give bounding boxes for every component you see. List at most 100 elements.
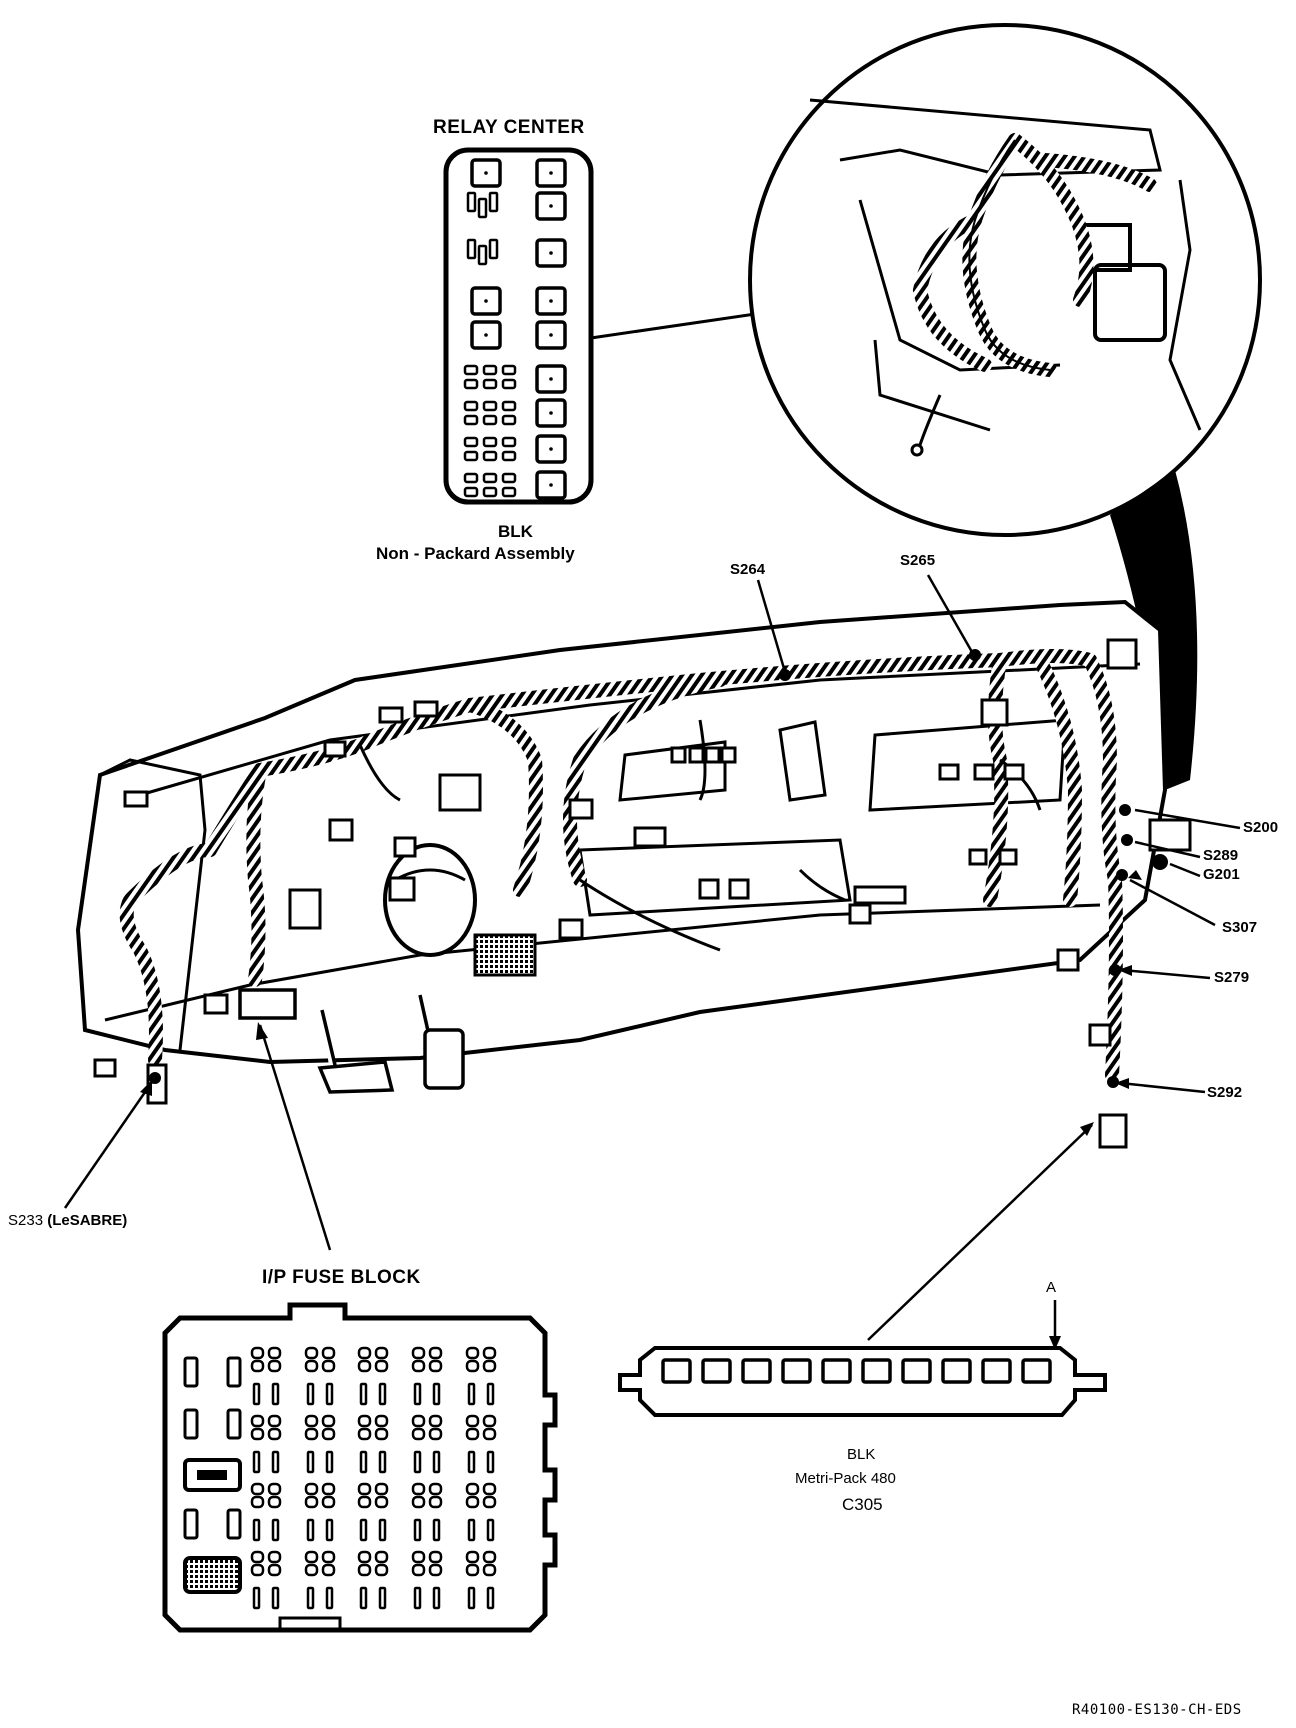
fuse-terminal <box>482 1550 497 1564</box>
fuse-terminal <box>267 1359 282 1373</box>
mini-fuse-cap <box>501 472 517 484</box>
fuse-blade <box>486 1586 495 1610</box>
fuse-blade <box>271 1518 280 1542</box>
fuse-blade <box>486 1518 495 1542</box>
fuse-slot <box>183 1408 199 1440</box>
mini-fuse-cap <box>501 450 517 462</box>
circuit-breaker-label-plate <box>197 1470 227 1480</box>
fuse-terminal <box>465 1563 480 1577</box>
fuse-terminal <box>428 1414 443 1428</box>
fuse-terminal <box>321 1359 336 1373</box>
fuse-terminal <box>250 1495 265 1509</box>
fuse-terminal <box>411 1414 426 1428</box>
splice-label-s233-id: S233 <box>8 1212 44 1229</box>
fuse-blade <box>467 1450 476 1474</box>
fuse-blade <box>378 1518 387 1542</box>
fuse-terminal <box>321 1482 336 1496</box>
relay-socket-pin <box>549 411 553 415</box>
relay-socket-pin <box>549 333 553 337</box>
c305-pin-cavity <box>821 1358 852 1384</box>
c305-connector <box>618 1346 1107 1417</box>
fuse-slot <box>183 1508 199 1540</box>
fuse-blade <box>271 1586 280 1610</box>
fuse-terminal <box>357 1414 372 1428</box>
relay-socket-pin <box>549 171 553 175</box>
fuse-blade <box>306 1518 315 1542</box>
mini-relay-terminal <box>488 191 499 213</box>
flasher-module <box>183 1556 242 1594</box>
fuse-blade <box>432 1586 441 1610</box>
fuse-blade <box>252 1450 261 1474</box>
mini-fuse-cap <box>463 364 479 376</box>
fuse-blade <box>325 1586 334 1610</box>
relay-center <box>443 147 594 505</box>
fuse-blade <box>359 1518 368 1542</box>
fuse-blade <box>271 1382 280 1406</box>
mini-fuse-cap <box>463 472 479 484</box>
fuse-blade <box>271 1450 280 1474</box>
fuse-blade <box>325 1382 334 1406</box>
fuse-terminal <box>374 1563 389 1577</box>
fuse-terminal <box>250 1346 265 1360</box>
fuse-terminal <box>465 1359 480 1373</box>
fuse-terminal <box>321 1563 336 1577</box>
mini-fuse-cap <box>482 450 498 462</box>
fuse-terminal <box>428 1359 443 1373</box>
fuse-terminal <box>250 1550 265 1564</box>
mini-relay-terminal <box>466 238 477 260</box>
mini-fuse-cap <box>482 378 498 390</box>
mini-fuse-cap <box>501 486 517 498</box>
fuse-terminal <box>250 1563 265 1577</box>
fuse-terminal <box>374 1482 389 1496</box>
fuse-blade <box>413 1518 422 1542</box>
c305-type: Metri-Pack 480 <box>795 1470 896 1487</box>
fuse-terminal <box>250 1427 265 1441</box>
fuse-blade <box>467 1586 476 1610</box>
fuse-terminal <box>267 1550 282 1564</box>
fuse-blade <box>467 1382 476 1406</box>
c305-pin-cavity <box>861 1358 892 1384</box>
mini-relay-terminal <box>477 244 488 266</box>
fuse-terminal <box>411 1563 426 1577</box>
relay-center-assembly: Non - Packard Assembly <box>376 544 575 563</box>
fuse-terminal <box>374 1414 389 1428</box>
fuse-blade <box>378 1586 387 1610</box>
relay-center-color: BLK <box>498 522 533 541</box>
c305-pin-cavity <box>741 1358 772 1384</box>
fuse-blade <box>432 1518 441 1542</box>
fuse-terminal <box>250 1482 265 1496</box>
fuse-blade <box>325 1450 334 1474</box>
mini-fuse-cap <box>463 400 479 412</box>
splice-label-s233: S233 (LeSABRE) <box>8 1213 127 1228</box>
callout-lines <box>63 574 1241 1345</box>
mini-fuse-cap <box>482 414 498 426</box>
c305-pin-cavity <box>901 1358 932 1384</box>
fuse-terminal <box>482 1359 497 1373</box>
relay-center-title: RELAY CENTER <box>433 117 585 138</box>
splice-label-s264: S264 <box>730 561 766 578</box>
fuse-terminal <box>304 1414 319 1428</box>
fuse-terminal <box>428 1550 443 1564</box>
mini-relay-terminal <box>488 238 499 260</box>
c305-pin-cavity <box>781 1358 812 1384</box>
fuse-terminal <box>357 1427 372 1441</box>
fuse-terminal <box>482 1414 497 1428</box>
fuse-slot <box>226 1508 242 1540</box>
fuse-terminal <box>411 1427 426 1441</box>
mini-fuse-cap <box>463 450 479 462</box>
relay-socket-pin <box>484 333 488 337</box>
fuse-blade <box>413 1382 422 1406</box>
splice-label-s265: S265 <box>900 552 936 569</box>
fuse-terminal <box>321 1427 336 1441</box>
mini-fuse-cap <box>482 486 498 498</box>
relay-socket-pin <box>549 377 553 381</box>
mini-fuse-cap <box>501 436 517 448</box>
fuse-blade <box>306 1382 315 1406</box>
mini-fuse-cap <box>482 436 498 448</box>
fuse-terminal <box>411 1495 426 1509</box>
splice-label-s279: S279 <box>1214 969 1250 986</box>
c305-pin-cavity <box>981 1358 1012 1384</box>
fuse-terminal <box>321 1414 336 1428</box>
mini-fuse-cap <box>482 364 498 376</box>
